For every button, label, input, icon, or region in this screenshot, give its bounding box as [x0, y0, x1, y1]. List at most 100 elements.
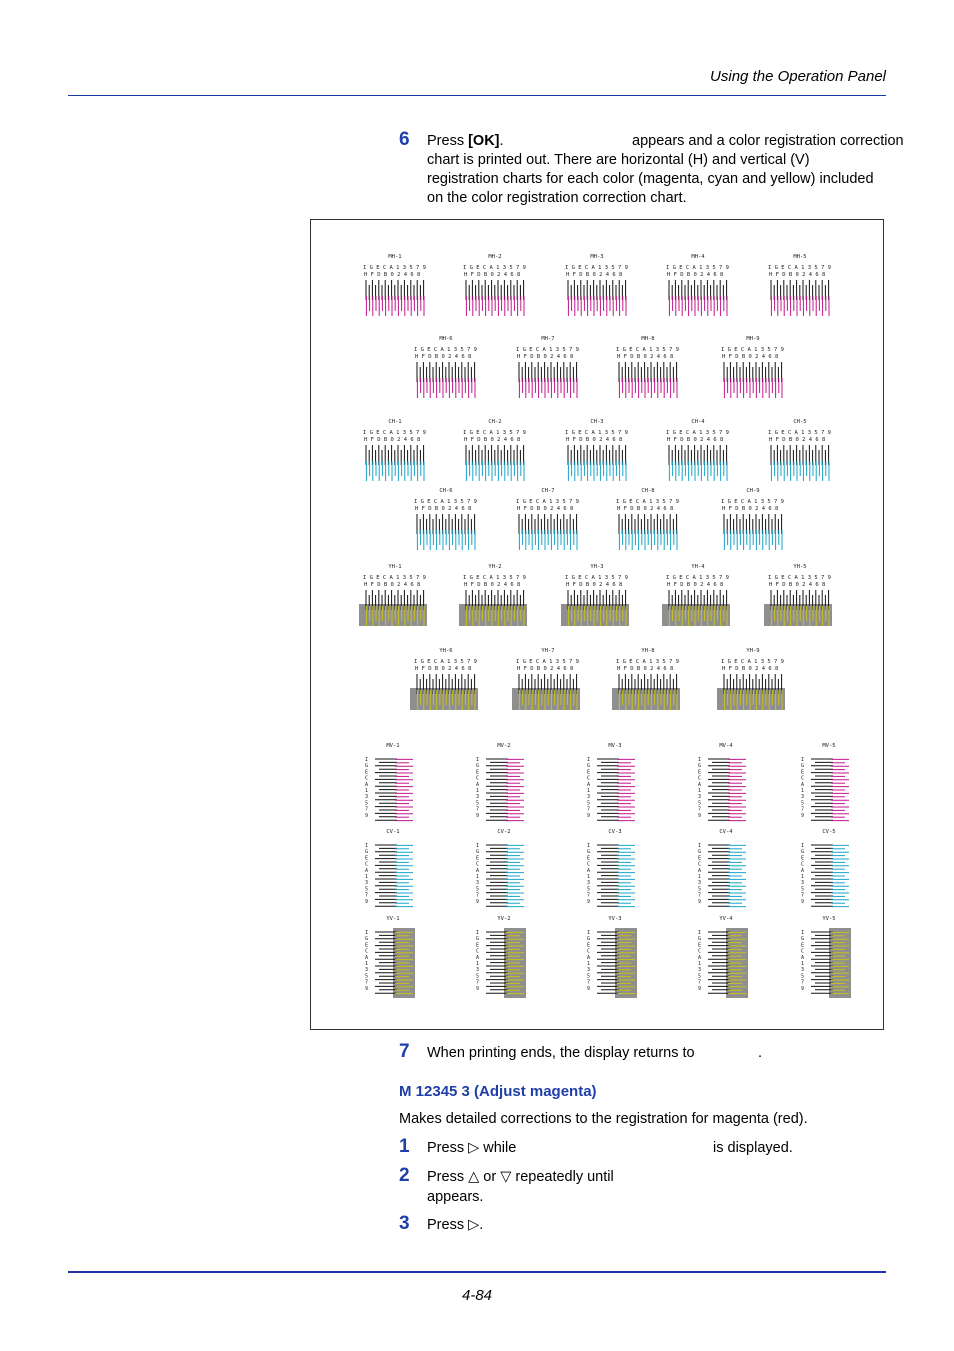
v-pattern-digit: 7: [365, 980, 368, 986]
v-pattern-digit: 9: [365, 986, 368, 992]
v-pattern-digit: C: [801, 776, 804, 782]
v-pattern-digit: E: [801, 769, 804, 775]
v-pattern-digit: 3: [476, 880, 479, 886]
v-pattern-digit: 1: [698, 961, 701, 967]
v-pattern-digit: 1: [587, 961, 590, 967]
v-pattern-digit: C: [365, 862, 368, 868]
v-pattern-digit: G: [365, 936, 368, 942]
h-pattern-bottom-digits: H F D B 0 2 4 6 8: [566, 437, 622, 443]
v-pattern-digit: 9: [587, 813, 590, 819]
header-rule: [68, 95, 886, 96]
v-pattern-digit: 9: [698, 986, 701, 992]
v-pattern-label: YV-2: [497, 916, 510, 922]
v-pattern-digit: 7: [801, 980, 804, 986]
v-pattern-digit: A: [476, 782, 479, 788]
v-pattern-digit: A: [365, 868, 368, 874]
h-pattern-bottom-digits: H F D B 0 2 4 6 8: [464, 272, 520, 278]
h-pattern-top-digits: I G E C A 1 3 5 7 9: [616, 659, 679, 665]
h-pattern-label: CH-8: [641, 488, 654, 494]
v-pattern-digit: A: [476, 955, 479, 961]
h-pattern-bottom-digits: H F D B 0 2 4 6 8: [517, 354, 573, 360]
v-pattern-digit: E: [365, 855, 368, 861]
v-pattern-digit: 1: [365, 788, 368, 794]
v-pattern-digit: C: [587, 862, 590, 868]
h-pattern-label: MH-3: [590, 254, 603, 260]
v-pattern-digit: I: [698, 843, 701, 849]
v-pattern-digit: G: [587, 849, 590, 855]
v-pattern-digit: 7: [698, 980, 701, 986]
h-pattern-label: CH-5: [793, 419, 806, 425]
v-pattern-digit: 7: [476, 893, 479, 899]
v-pattern-digit: A: [698, 868, 701, 874]
v-pattern-digit: 7: [698, 807, 701, 813]
v-pattern-digit: G: [801, 763, 804, 769]
v-pattern-digit: C: [698, 776, 701, 782]
v-pattern-digit: 7: [365, 807, 368, 813]
h-pattern-top-digits: I G E C A 1 3 5 7 9: [463, 430, 526, 436]
v-pattern-label: MV-5: [822, 743, 835, 749]
h-pattern-bottom-digits: H F D B 0 2 4 6 8: [667, 582, 723, 588]
v-pattern-digit: 1: [801, 961, 804, 967]
v-pattern-digit: 1: [365, 961, 368, 967]
v-pattern-digit: G: [365, 763, 368, 769]
v-pattern-digit: I: [476, 843, 479, 849]
h-pattern-top-digits: I G E C A 1 3 5 7 9: [463, 575, 526, 581]
h-pattern-top-digits: I G E C A 1 3 5 7 9: [463, 265, 526, 271]
v-pattern-digit: 5: [698, 973, 701, 979]
chart-drawing: MH-1I G E C A 1 3 5 7 9H F D B 0 2 4 6 8…: [359, 254, 851, 998]
v-pattern-digit: G: [476, 936, 479, 942]
h-pattern-label: YH-2: [488, 564, 501, 570]
v-pattern-digit: 1: [587, 788, 590, 794]
v-pattern-digit: 5: [587, 800, 590, 806]
step-7-text: When printing ends, the display returns …: [427, 1045, 695, 1061]
v-pattern-digit: I: [587, 930, 590, 936]
h-pattern-label: MH-2: [488, 254, 501, 260]
h-pattern-bottom-digits: H F D B 0 2 4 6 8: [667, 272, 723, 278]
v-pattern-label: CV-1: [386, 829, 399, 835]
h-pattern-top-digits: I G E C A 1 3 5 7 9: [516, 347, 579, 353]
v-pattern-label: CV-5: [822, 829, 835, 835]
running-header: Using the Operation Panel: [710, 68, 886, 85]
v-pattern-digit: G: [587, 763, 590, 769]
v-pattern-digit: 7: [476, 980, 479, 986]
v-pattern-digit: 5: [476, 800, 479, 806]
v-pattern-digit: A: [587, 868, 590, 874]
v-pattern-digit: 3: [365, 880, 368, 886]
h-pattern-label: CH-6: [439, 488, 452, 494]
v-pattern-label: MV-4: [719, 743, 733, 749]
h-pattern-bottom-digits: H F D B 0 2 4 6 8: [566, 272, 622, 278]
v-pattern-digit: 1: [476, 874, 479, 880]
h-pattern-bottom-digits: H F D B 0 2 4 6 8: [722, 506, 778, 512]
v-pattern-digit: E: [587, 769, 590, 775]
h-pattern-bottom-digits: H F D B 0 2 4 6 8: [364, 437, 420, 443]
v-pattern-digit: I: [698, 930, 701, 936]
v-pattern-label: YV-4: [719, 916, 733, 922]
v-pattern-digit: 9: [365, 813, 368, 819]
v-pattern-digit: 7: [587, 893, 590, 899]
v-pattern-digit: A: [801, 868, 804, 874]
v-pattern-digit: 7: [587, 980, 590, 986]
h-pattern-bottom-digits: H F D B 0 2 4 6 8: [517, 666, 573, 672]
h-pattern-top-digits: I G E C A 1 3 5 7 9: [363, 430, 426, 436]
h-pattern-top-digits: I G E C A 1 3 5 7 9: [666, 575, 729, 581]
h-pattern-bottom-digits: H F D B 0 2 4 6 8: [415, 506, 471, 512]
step-6-period: .: [499, 133, 504, 149]
v-pattern-digit: 9: [365, 899, 368, 905]
h-pattern-bottom-digits: H F D B 0 2 4 6 8: [722, 354, 778, 360]
h-pattern-label: YH-7: [541, 648, 554, 654]
v-pattern-digit: 3: [476, 794, 479, 800]
v-pattern-digit: I: [365, 757, 368, 763]
v-pattern-digit: 5: [698, 800, 701, 806]
h-pattern-top-digits: I G E C A 1 3 5 7 9: [721, 659, 784, 665]
v-pattern-label: MV-1: [386, 743, 399, 749]
v-pattern-digit: E: [587, 855, 590, 861]
v-pattern-digit: 3: [801, 794, 804, 800]
v-pattern-digit: 3: [801, 967, 804, 973]
h-pattern-bottom-digits: H F D B 0 2 4 6 8: [617, 354, 673, 360]
h-pattern-bottom-digits: H F D B 0 2 4 6 8: [722, 666, 778, 672]
v-pattern-digit: 5: [801, 886, 804, 892]
v-pattern-digit: C: [365, 776, 368, 782]
v-pattern-digit: I: [476, 930, 479, 936]
v-pattern-digit: 3: [476, 967, 479, 973]
v-pattern-digit: 3: [698, 880, 701, 886]
